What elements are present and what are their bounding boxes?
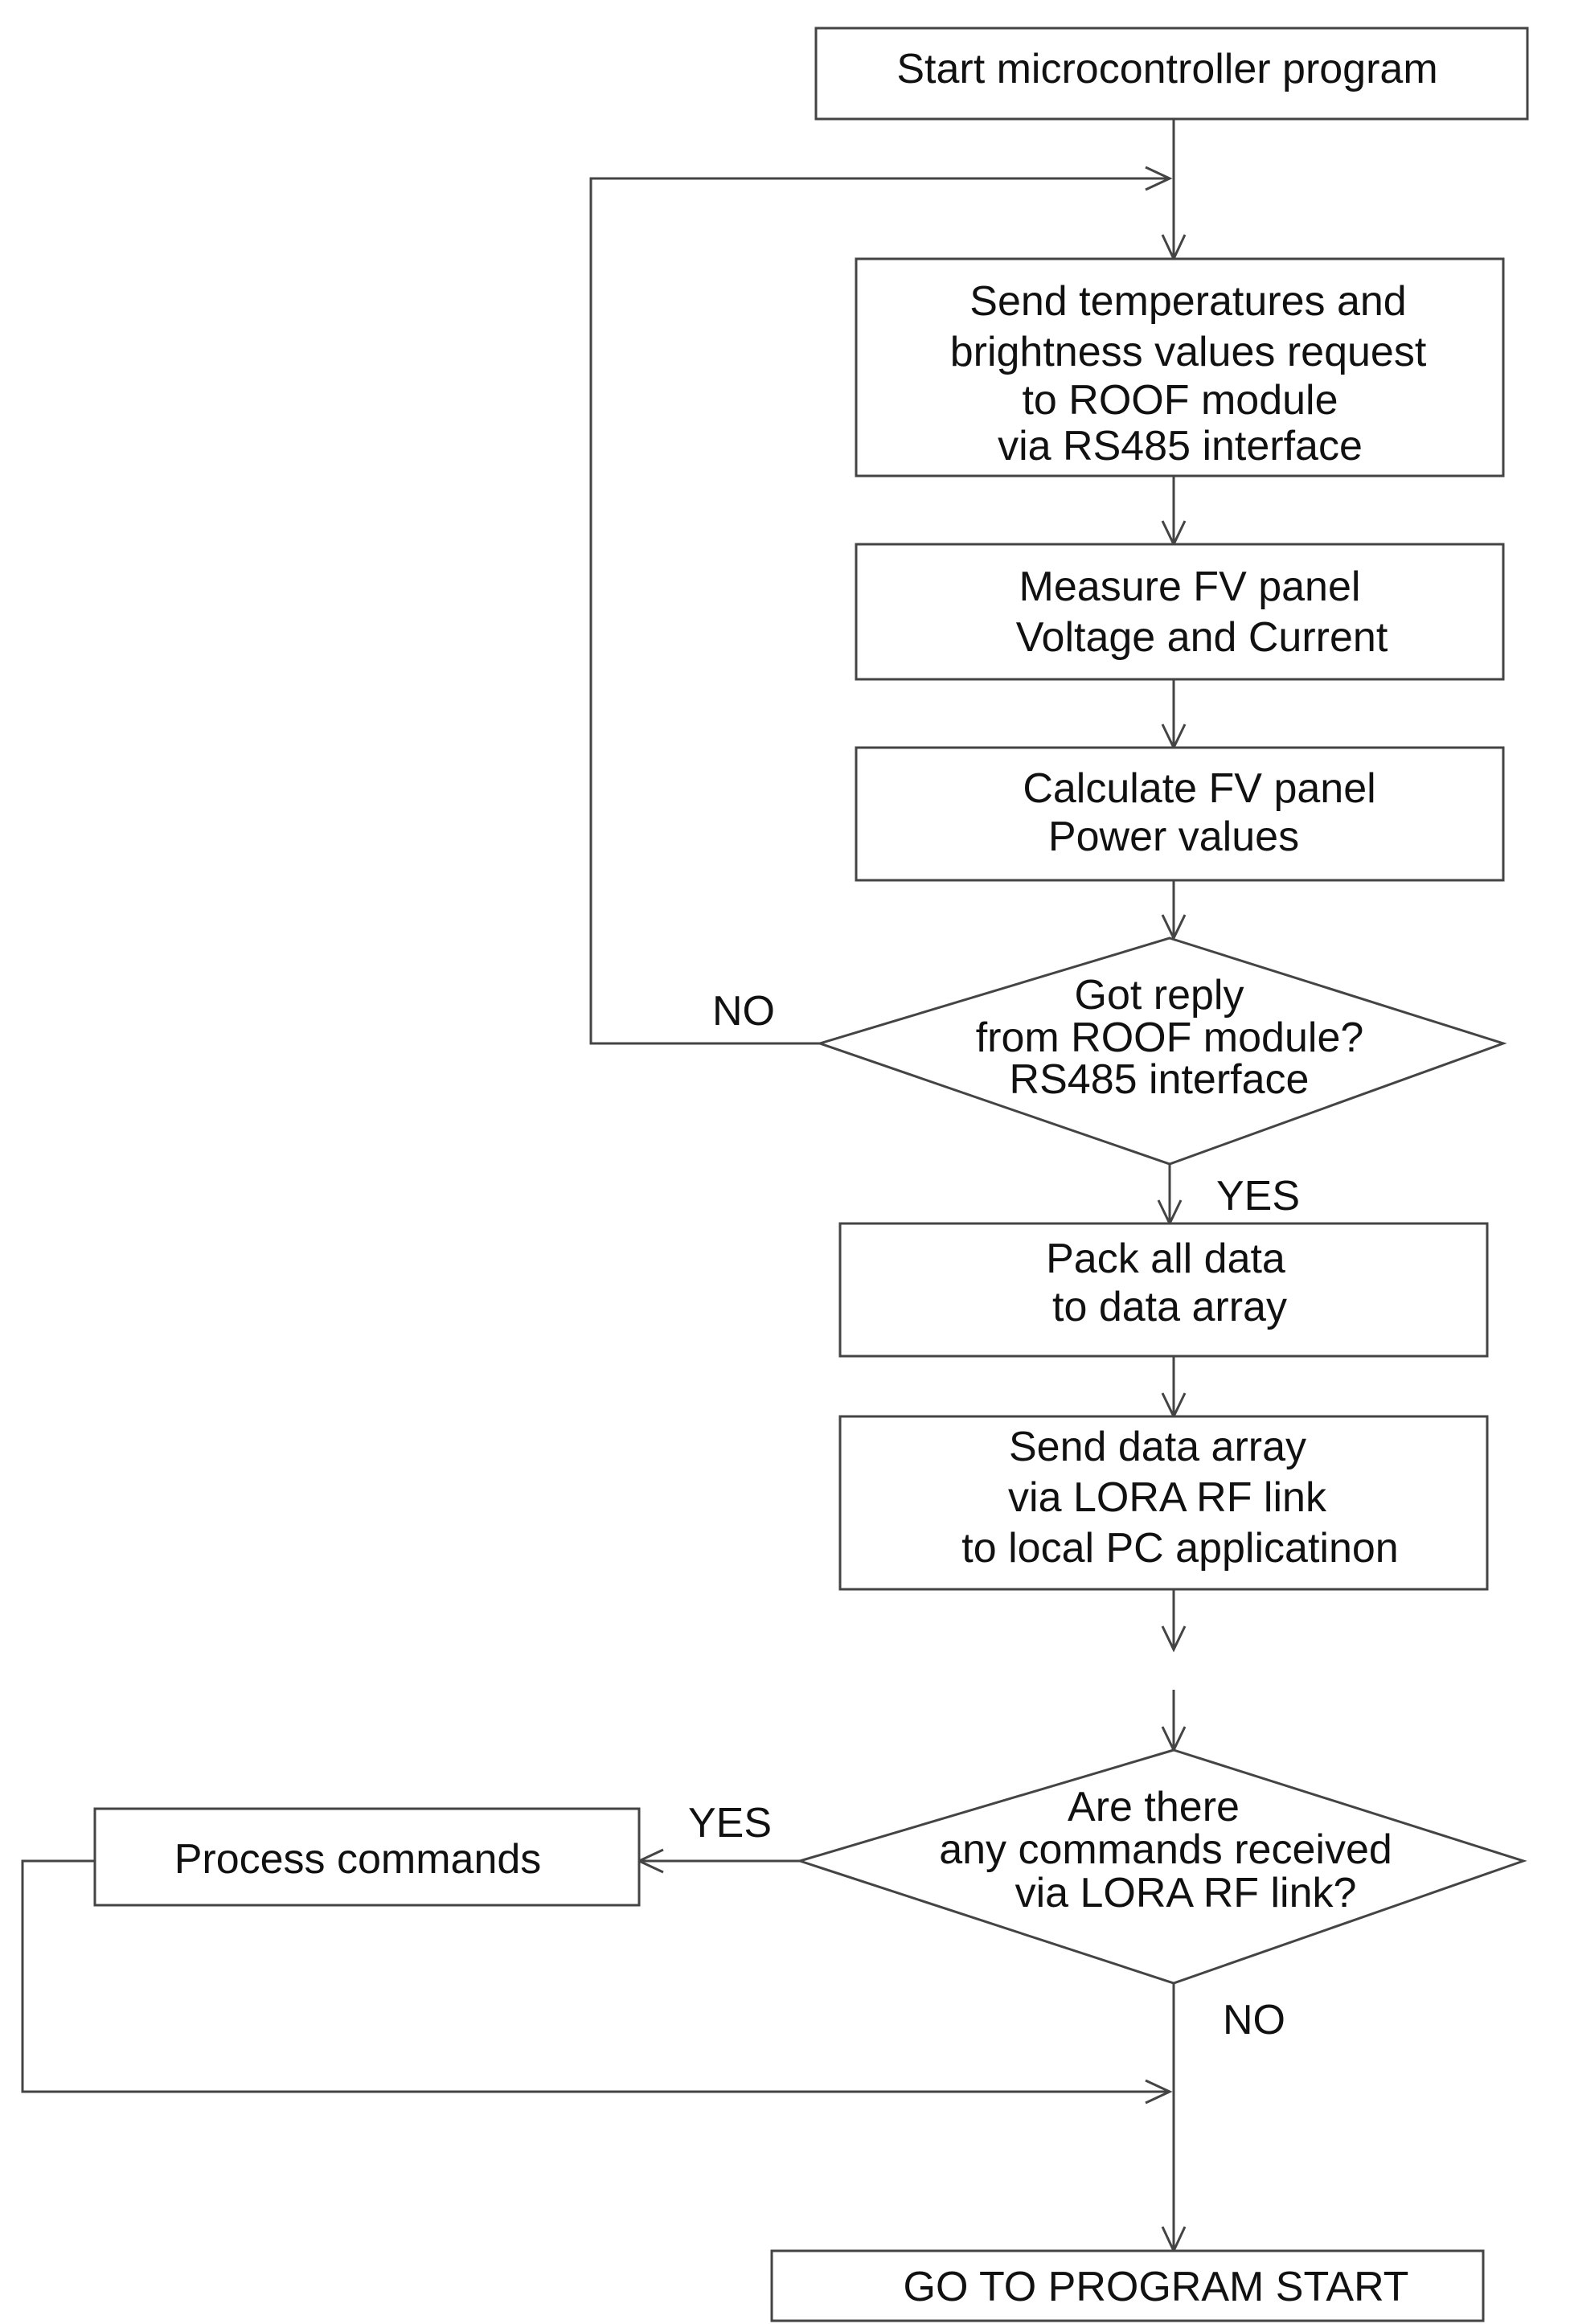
calculate-line-1: Calculate FV panel [1023, 765, 1375, 812]
got-reply-no-label: NO [712, 988, 775, 1035]
pack-box [838, 1222, 1489, 1358]
commands-no-label: NO [1223, 1997, 1285, 2043]
goto-label: GO TO PROGRAM START [904, 2264, 1409, 2310]
send-request-line-4: via RS485 interface [998, 423, 1363, 469]
commands-line-2: any commands received [939, 1826, 1392, 1873]
loop-back-no-line [589, 177, 1170, 1045]
connector-process-to-merge [21, 1859, 1170, 2093]
got-reply-line-3: RS485 interface [1010, 1056, 1310, 1103]
pack-line-2: to data array [1052, 1284, 1287, 1330]
loop-back-arrowhead [1145, 166, 1173, 191]
arrowhead-process-merge [1145, 2079, 1173, 2105]
send-array-box [838, 1415, 1489, 1591]
send-array-line-2: via LORA RF link [1008, 1474, 1327, 1521]
process-box [93, 1807, 641, 1907]
goto-box [770, 2249, 1485, 2322]
got-reply-yes-label: YES [1216, 1173, 1300, 1219]
send-array-line-1: Send data array [1009, 1424, 1306, 1470]
pack-line-1: Pack all data [1046, 1236, 1285, 1282]
commands-line-3: via LORA RF link? [1015, 1870, 1357, 1916]
arrowhead-into-decision [1161, 914, 1187, 941]
send-request-line-3: to ROOF module [1022, 377, 1338, 424]
commands-line-1: Are there [1068, 1784, 1240, 1830]
start-box [814, 27, 1529, 121]
commands-yes-label: YES [688, 1800, 772, 1846]
got-reply-line-2: from ROOF module? [976, 1014, 1364, 1061]
process-label: Process commands [174, 1836, 542, 1883]
measure-line-1: Measure FV panel [1019, 564, 1361, 610]
got-reply-line-1: Got reply [1075, 972, 1244, 1019]
measure-box [855, 543, 1505, 681]
start-label: Start microcontroller program [896, 46, 1437, 92]
send-array-line-3: to local PC applicatinon [961, 1525, 1398, 1572]
send-request-box [855, 257, 1505, 478]
calculate-box [855, 746, 1505, 882]
calculate-line-2: Power values [1048, 814, 1299, 860]
measure-line-2: Voltage and Current [1016, 614, 1388, 661]
arrowhead-send-array-out [1161, 1625, 1187, 1653]
send-request-line-1: Send temperatures and [969, 278, 1406, 325]
send-request-line-2: brightness values request [950, 329, 1427, 375]
